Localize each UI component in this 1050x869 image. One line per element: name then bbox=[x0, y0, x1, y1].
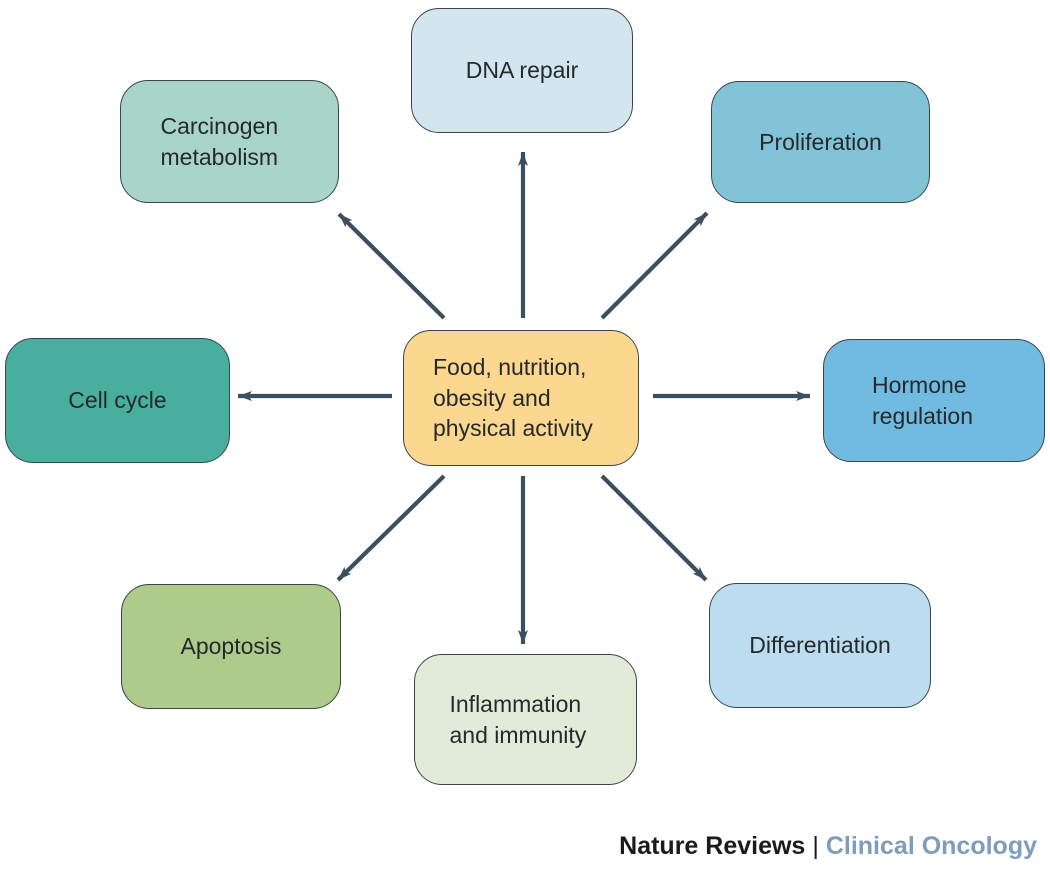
arrow-center-to-differentiation bbox=[600, 474, 708, 582]
publication-name: Clinical Oncology bbox=[825, 832, 1037, 860]
node-apoptosis: Apoptosis bbox=[121, 584, 341, 709]
node-carcinogen-metabolism: Carcinogen metabolism bbox=[120, 80, 339, 203]
node-dna-repair: DNA repair bbox=[411, 8, 633, 133]
node-differentiation: Differentiation bbox=[709, 583, 931, 708]
node-hormone-regulation: Hormone regulation bbox=[823, 339, 1045, 462]
node-label: Apoptosis bbox=[180, 633, 282, 660]
arrow-center-to-carcinogen-metabolism bbox=[337, 212, 446, 320]
node-label: Carcinogen metabolism bbox=[160, 113, 279, 170]
node-label: Hormone regulation bbox=[872, 372, 974, 429]
node-inflammation-immunity: Inflammation and immunity bbox=[414, 654, 637, 785]
journal-separator: | bbox=[812, 832, 819, 860]
arrow-center-to-apoptosis bbox=[336, 474, 446, 582]
node-label: DNA repair bbox=[465, 57, 579, 84]
node-label: Cell cycle bbox=[68, 387, 167, 414]
node-cell-cycle: Cell cycle bbox=[5, 338, 230, 463]
node-label: Differentiation bbox=[749, 632, 891, 659]
journal-credit: Nature Reviews|Clinical Oncology bbox=[619, 832, 1037, 861]
node-label: Proliferation bbox=[759, 128, 882, 155]
arrow-center-to-proliferation bbox=[600, 211, 709, 320]
node-proliferation: Proliferation bbox=[711, 81, 930, 203]
node-center-food-nutrition: Food, nutrition, obesity and physical ac… bbox=[403, 330, 639, 466]
journal-name: Nature Reviews bbox=[619, 832, 806, 860]
node-label: Food, nutrition, obesity and physical ac… bbox=[433, 354, 593, 442]
node-label: Inflammation and immunity bbox=[449, 691, 587, 748]
